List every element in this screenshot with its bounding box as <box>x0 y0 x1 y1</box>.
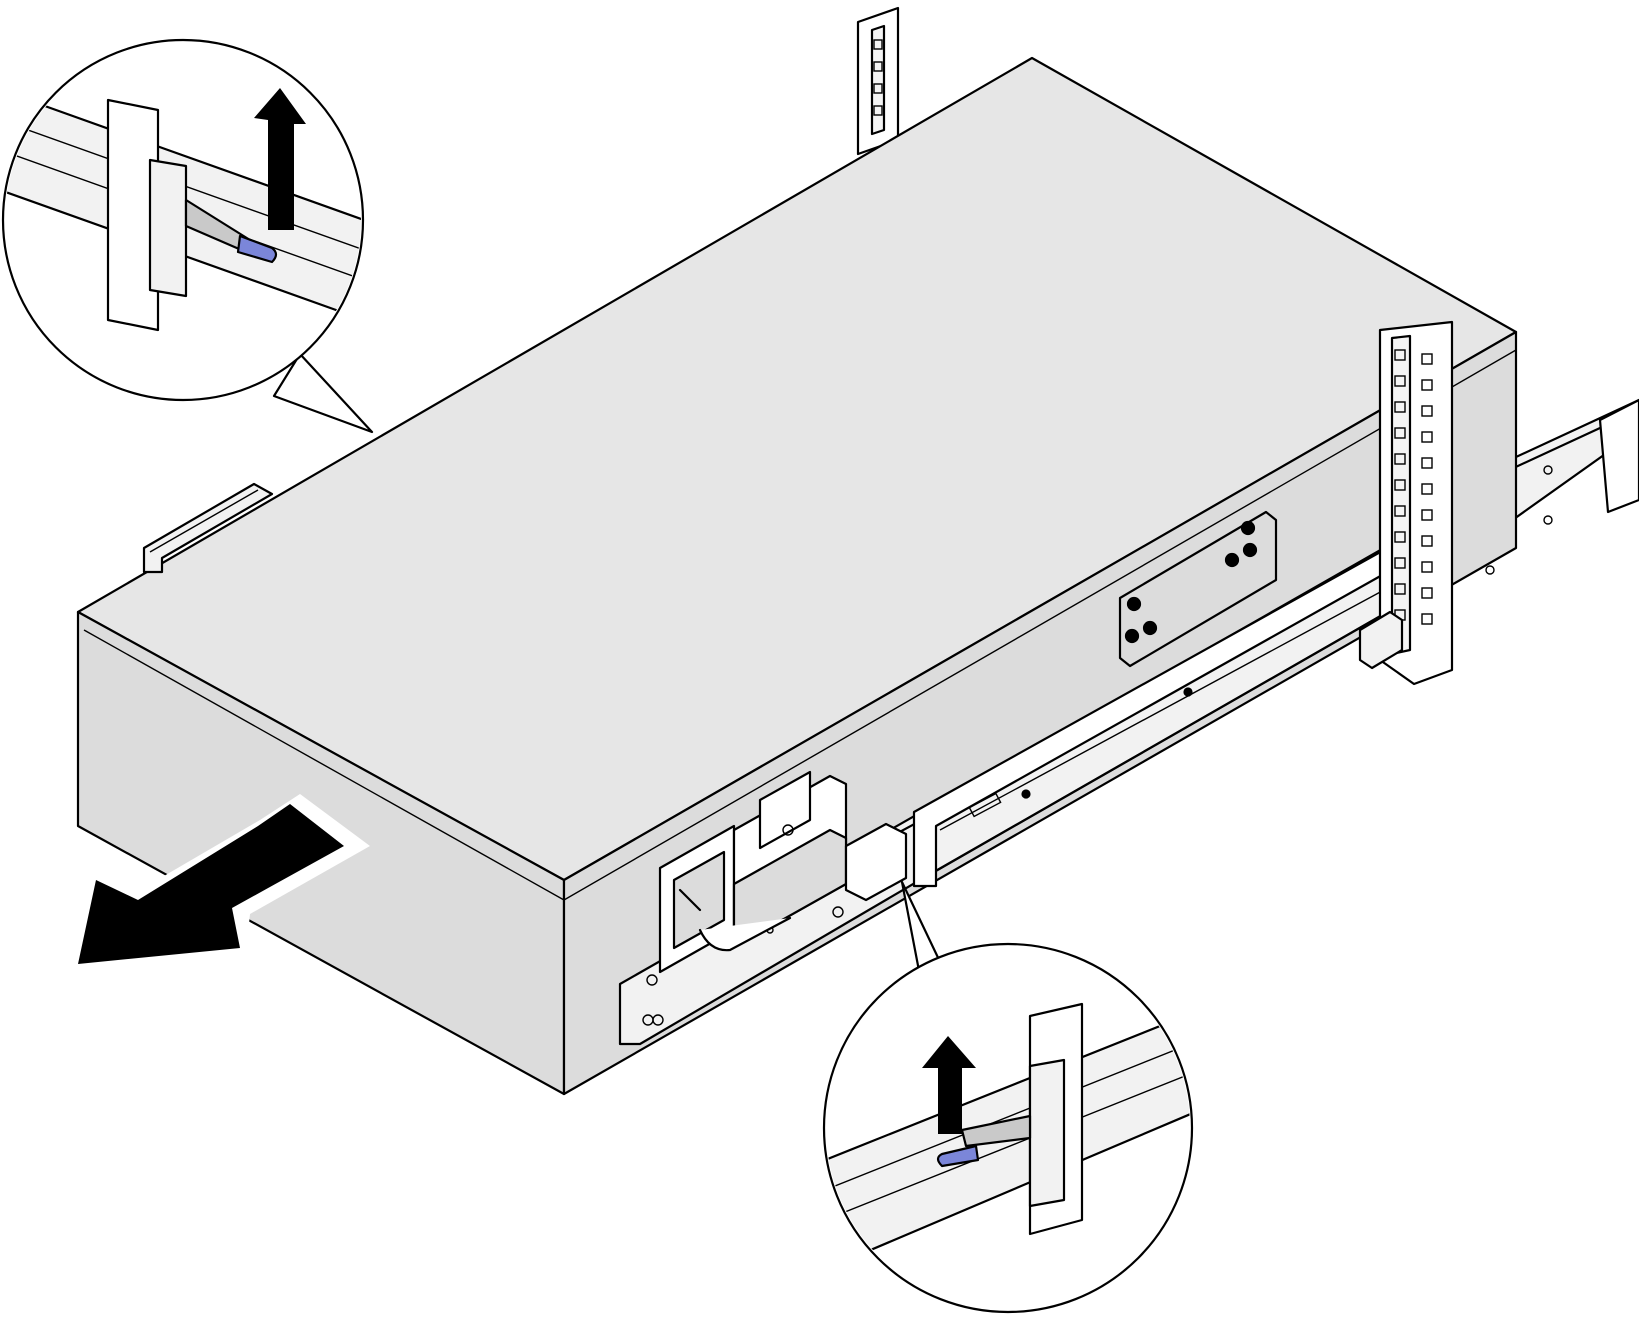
chassis-mounting-plate <box>1118 510 1278 668</box>
arrow-up-icon <box>254 88 306 230</box>
pull-direction-arrow <box>70 794 370 970</box>
callout-detail-top-left <box>1 38 365 402</box>
rear-rack-post-left <box>856 6 900 156</box>
left-rail-stub <box>142 482 274 574</box>
release-tab-bottom-right <box>936 1144 980 1168</box>
front-rack-post-right <box>1358 320 1454 686</box>
release-tab-top-left <box>236 234 278 264</box>
front-latch-handle <box>658 770 908 974</box>
arrow-up-icon <box>922 1036 976 1134</box>
callout-leader-top-left <box>272 352 374 434</box>
callout-detail-bottom-right <box>822 942 1194 1314</box>
arrow-down-left-icon <box>78 804 344 964</box>
